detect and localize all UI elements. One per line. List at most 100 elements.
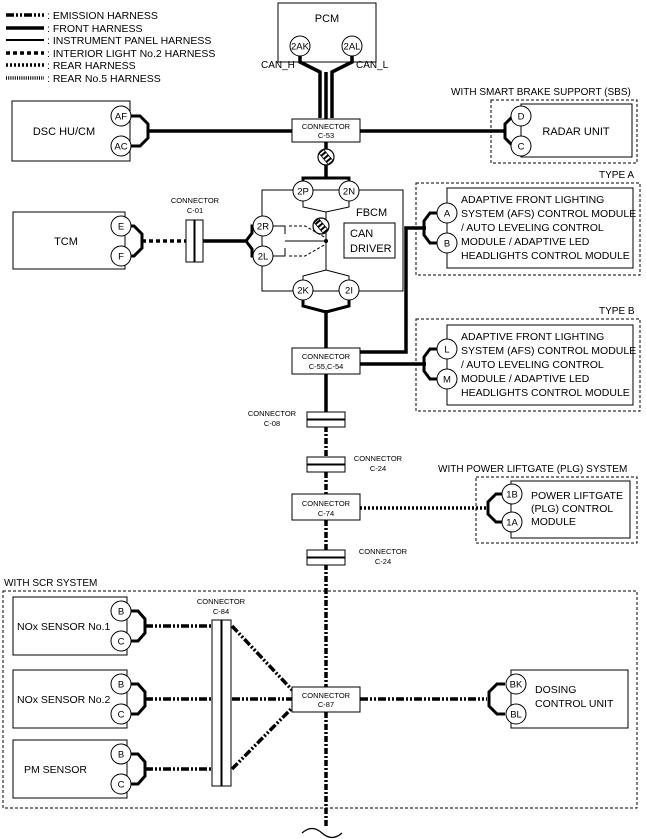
- afs-a-terminal-a-label: A: [444, 209, 451, 220]
- can-driver-label-1: CAN: [350, 228, 373, 240]
- wire-type-b-twist: [422, 347, 437, 381]
- wire-continuation-break: [301, 827, 343, 839]
- legend-label-rear: : REAR HARNESS: [47, 60, 136, 72]
- tcm-label: TCM: [54, 236, 78, 248]
- afs-a-label-1: ADAPTIVE FRONT LIGHTING: [461, 194, 604, 206]
- tcm-terminal-f-label: F: [118, 252, 124, 263]
- plg-terminal-1a: [501, 511, 523, 533]
- connector-c24a-half-a: [306, 456, 346, 465]
- plg-label-3: MODULE: [531, 516, 576, 528]
- afs-b-label-3: / AUTO LEVELING CONTROL: [461, 359, 604, 371]
- connector-c55-label-2: C-55,C-54: [309, 362, 344, 371]
- fbcm-terminal-2r: [252, 215, 274, 237]
- connector-c55: [291, 347, 361, 375]
- scr-group-label: WITH SCR SYSTEM: [4, 578, 97, 589]
- connector-c84-half-b: [221, 619, 232, 787]
- fbcm-label: FBCM: [356, 207, 387, 219]
- plg-terminal-1b-label: 1B: [506, 490, 518, 501]
- connector-c01-label-1: CONNECTOR: [171, 196, 220, 205]
- afs-b-terminal-m-label: M: [443, 375, 451, 386]
- type-a-frame: [415, 182, 641, 276]
- dsc-terminal-ac: [110, 135, 132, 157]
- nox2-terminal-c: [110, 703, 132, 725]
- fbcm-terminal-2l: [252, 245, 274, 267]
- connector-c01-label-2: C-01: [187, 206, 203, 215]
- connector-c74-label-2: C-74: [318, 509, 334, 518]
- nox1-terminal-b-label: B: [118, 607, 124, 618]
- connector-c24a-half-b: [306, 464, 346, 473]
- can-h-label: CAN_H: [261, 60, 295, 71]
- plg-group-label: WITH POWER LIFTGATE (PLG) SYSTEM: [438, 464, 627, 475]
- tcm-terminal-e: [110, 215, 132, 237]
- connector-c74-label-1: CONNECTOR: [302, 499, 351, 508]
- radar-terminal-d: [510, 105, 532, 127]
- fbcm-internal-mid: [272, 225, 326, 257]
- radar-terminal-c: [510, 135, 532, 157]
- wire-c84-c87-c: [230, 704, 296, 771]
- pcm-label: PCM: [315, 13, 339, 25]
- fbcm-terminal-2p: [292, 180, 314, 202]
- nox2-terminal-c-label: C: [118, 710, 125, 721]
- pcm-terminal-2al-label: 2AL: [344, 42, 361, 53]
- plg-label-2: (PLG) CONTROL: [531, 503, 613, 515]
- dosing-terminal-bk: [505, 673, 527, 695]
- connector-c08-label-2: C-08: [264, 419, 280, 428]
- afs-a-label-3: / AUTO LEVELING CONTROL: [461, 222, 604, 234]
- dsc-terminal-af-label: AF: [115, 112, 127, 123]
- plg-box: [510, 480, 631, 539]
- fbcm-junction: [324, 239, 328, 243]
- afs-b-terminal-m: [436, 368, 458, 390]
- afs-a-terminal-b: [436, 232, 458, 254]
- can-driver-label-2: DRIVER: [350, 243, 392, 255]
- type-b-label: TYPE B: [599, 306, 635, 317]
- wires: [126, 56, 521, 826]
- nox2-terminal-b-label: B: [118, 680, 124, 691]
- wire-plg-twist: [486, 492, 504, 524]
- afs-a-label-4: MODULE / ADAPTIVE LED: [461, 236, 590, 248]
- radar-label: RADAR UNIT: [542, 126, 610, 138]
- fbcm-terminal-2k: [292, 279, 314, 301]
- pm-box: [12, 739, 128, 799]
- dsc-label: DSC HU/CM: [33, 126, 95, 138]
- radar-terminal-c-label: C: [518, 142, 525, 153]
- can-driver-box: [343, 222, 396, 259]
- afs-a-label-5: HEADLIGHTS CONTROL MODULE: [461, 250, 630, 262]
- afs-b-label-1: ADAPTIVE FRONT LIGHTING: [461, 331, 604, 343]
- wire-type-a-twist: [422, 211, 437, 245]
- connector-c08-half-a: [306, 411, 346, 420]
- connector-c84-label-2: C-84: [213, 607, 229, 616]
- afs-b-label-4: MODULE / ADAPTIVE LED: [461, 373, 590, 385]
- wire-pcm-c53: [298, 56, 354, 118]
- legend-label-interior: : INTERIOR LIGHT No.2 HARNESS: [47, 48, 215, 60]
- connector-c87-label-2: C-87: [318, 700, 334, 709]
- dosing-terminal-bl-label: BL: [510, 710, 522, 721]
- wire-pm-twist: [129, 752, 147, 786]
- wire-nox1-twist: [129, 609, 147, 643]
- legend-label-rear5: : REAR No.5 HARNESS: [47, 73, 161, 85]
- afs-b-terminal-l: [436, 338, 458, 360]
- pcm-terminal-2al: [341, 35, 363, 57]
- fbcm-terminal-2n-label: 2N: [343, 187, 355, 198]
- radar-terminal-d-label: D: [518, 112, 525, 123]
- fbcm-terminal-2p-label: 2P: [297, 187, 309, 198]
- wire-nox2-twist: [129, 682, 147, 716]
- connector-c08-label-1: CONNECTOR: [248, 409, 297, 418]
- plg-terminal-1b: [501, 483, 523, 505]
- tcm-terminal-e-label: E: [118, 222, 124, 233]
- nox1-terminal-b: [110, 600, 132, 622]
- dsc-terminal-ac-label: AC: [114, 142, 127, 153]
- pm-label: PM SENSOR: [24, 764, 87, 776]
- wire-dsc-twist: [131, 114, 150, 148]
- tcm-box: [12, 211, 126, 270]
- nox2-terminal-b: [110, 673, 132, 695]
- connector-c24a-label-1: CONNECTOR: [354, 454, 403, 463]
- dosing-box: [510, 669, 629, 729]
- pm-terminal-c-label: C: [118, 780, 125, 791]
- dosing-label-2: CONTROL UNIT: [535, 698, 614, 710]
- pm-terminal-b-label: B: [118, 750, 124, 761]
- fbcm-terminal-2n: [338, 180, 360, 202]
- nox1-terminal-c-label: C: [118, 637, 125, 648]
- scr-group-frame: [2, 590, 638, 809]
- nox2-box: [12, 669, 128, 729]
